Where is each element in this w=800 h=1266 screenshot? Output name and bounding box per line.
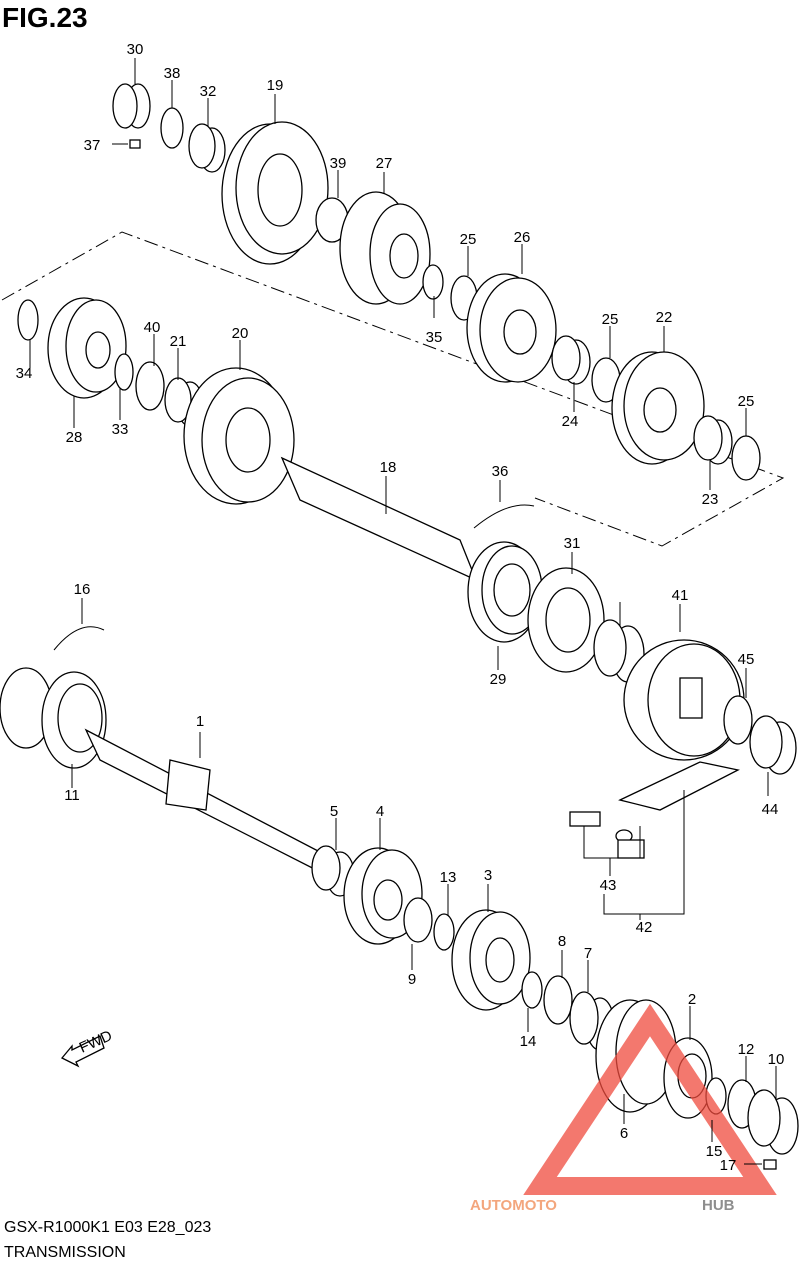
figure-title: FIG.23 bbox=[2, 2, 88, 33]
circlip-14 bbox=[521, 971, 543, 1009]
washer-40 bbox=[135, 361, 165, 411]
callout-32: 32 bbox=[200, 83, 217, 100]
callout-45: 45 bbox=[738, 651, 755, 668]
callout-3: 3 bbox=[484, 867, 492, 884]
callout-38: 38 bbox=[164, 65, 181, 82]
callout-12: 12 bbox=[738, 1041, 755, 1058]
nut-45 bbox=[749, 715, 797, 775]
callout-44: 44 bbox=[762, 801, 779, 818]
gear-22 bbox=[611, 351, 705, 465]
callout-43: 43 bbox=[600, 877, 617, 894]
gear-19 bbox=[221, 121, 329, 265]
callout-26: 26 bbox=[514, 229, 531, 246]
washer-8 bbox=[543, 975, 573, 1025]
callout-31: 31 bbox=[564, 535, 581, 552]
washer-25c bbox=[731, 435, 761, 481]
callout-4: 4 bbox=[376, 803, 384, 820]
callout-8: 8 bbox=[558, 933, 566, 950]
shaft-gear-1 bbox=[165, 759, 211, 811]
callout-41: 41 bbox=[672, 587, 689, 604]
gear-28 bbox=[47, 297, 127, 399]
bushing-32 bbox=[188, 123, 226, 173]
circlip-33 bbox=[114, 353, 134, 391]
watermark-text-b: HUB bbox=[702, 1197, 735, 1214]
callout-25: 25 bbox=[602, 311, 619, 328]
gear-20 bbox=[183, 367, 295, 505]
callout-40: 40 bbox=[144, 319, 161, 336]
bearing-24 bbox=[551, 335, 591, 385]
callout-27: 27 bbox=[376, 155, 393, 172]
callout-5: 5 bbox=[330, 803, 338, 820]
gear-26 bbox=[466, 273, 557, 383]
callout-22: 22 bbox=[656, 309, 673, 326]
callout-30: 30 bbox=[127, 41, 144, 58]
gear-3 bbox=[451, 909, 531, 1011]
spacer-42 bbox=[593, 619, 645, 683]
callout-11: 11 bbox=[64, 787, 80, 804]
callout-16: 16 bbox=[74, 581, 91, 598]
callout-23: 23 bbox=[702, 491, 719, 508]
circlip-13 bbox=[433, 913, 455, 951]
group-boundary bbox=[1, 231, 785, 547]
circlip-36 bbox=[473, 504, 535, 529]
countershaft-18 bbox=[280, 456, 478, 582]
pin-37 bbox=[129, 139, 141, 149]
gear-27 bbox=[339, 191, 431, 305]
bearing-23 bbox=[693, 415, 733, 465]
callout-9: 9 bbox=[408, 971, 416, 988]
callout-14: 14 bbox=[520, 1033, 537, 1050]
callout-1: 1 bbox=[196, 713, 204, 730]
callout-19: 19 bbox=[267, 77, 284, 94]
circlip-34 bbox=[17, 299, 39, 341]
watermark-logo bbox=[523, 1003, 777, 1195]
callout-36: 36 bbox=[492, 463, 509, 480]
sprocket-41 bbox=[623, 639, 745, 761]
callout-25: 25 bbox=[738, 393, 755, 410]
callout-37: 37 bbox=[84, 137, 101, 154]
chain-joint-43 bbox=[569, 761, 740, 859]
washer-46 bbox=[723, 695, 753, 745]
diagram-name: TRANSMISSION bbox=[4, 1244, 126, 1261]
callout-10: 10 bbox=[768, 1051, 785, 1068]
circlip-35 bbox=[422, 264, 444, 300]
callout-7: 7 bbox=[584, 945, 592, 962]
callout-21: 21 bbox=[170, 333, 187, 350]
circlip-16 bbox=[53, 626, 105, 651]
callout-17: 17 bbox=[720, 1157, 737, 1174]
leader-lines bbox=[29, 58, 777, 1165]
bearing-29 bbox=[467, 541, 543, 643]
callout-29: 29 bbox=[490, 671, 507, 688]
callout-34: 34 bbox=[16, 365, 33, 382]
washer-38 bbox=[160, 107, 184, 149]
washer-9 bbox=[403, 897, 433, 943]
callout-labels: 1234567891011121314151617181920212223242… bbox=[16, 41, 785, 1174]
callout-33: 33 bbox=[112, 421, 129, 438]
bearing-30 bbox=[112, 83, 151, 129]
driveshaft-1 bbox=[84, 728, 338, 882]
pin-17 bbox=[763, 1159, 777, 1170]
watermark-text-a: AUTOMOTO bbox=[470, 1197, 557, 1214]
callout-18: 18 bbox=[380, 459, 397, 476]
forward-arrow-icon: FWD bbox=[60, 1027, 115, 1068]
callout-39: 39 bbox=[330, 155, 347, 172]
callout-42: 42 bbox=[636, 919, 653, 936]
bearing-10 bbox=[747, 1089, 799, 1155]
callout-20: 20 bbox=[232, 325, 249, 342]
oil-seal-31 bbox=[527, 567, 605, 673]
callout-28: 28 bbox=[66, 429, 83, 446]
callout-15: 15 bbox=[706, 1143, 723, 1160]
callout-2: 2 bbox=[688, 991, 696, 1008]
callout-6: 6 bbox=[620, 1125, 628, 1142]
callout-25: 25 bbox=[460, 231, 477, 248]
callout-24: 24 bbox=[562, 413, 579, 430]
diagram-code: GSX-R1000K1 E03 E28_023 bbox=[4, 1219, 212, 1236]
callout-35: 35 bbox=[426, 329, 443, 346]
callout-13: 13 bbox=[440, 869, 457, 886]
